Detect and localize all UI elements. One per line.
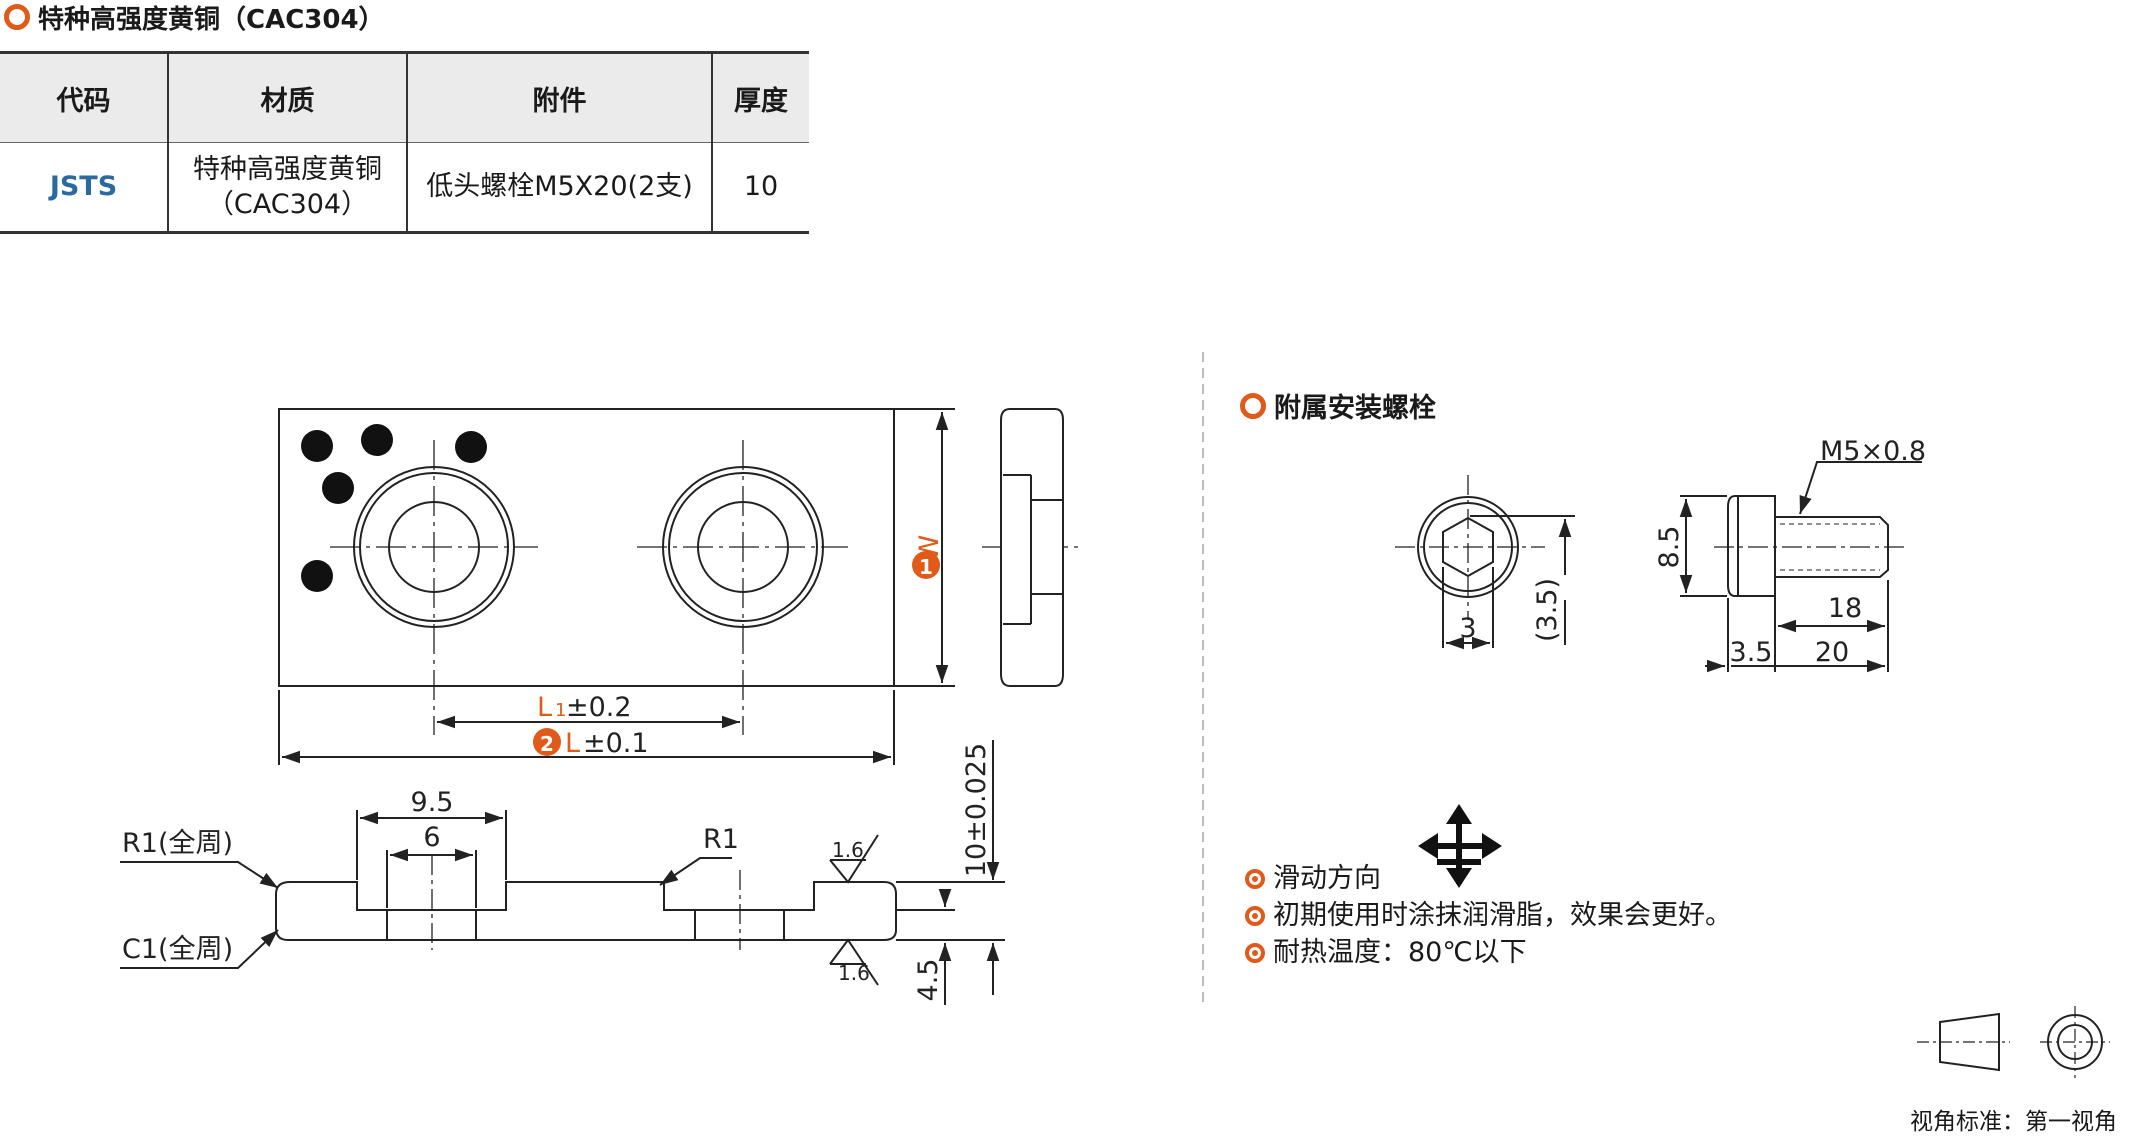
circle-bullet-icon — [4, 4, 30, 30]
cell-material: 特种高强度黄铜 （CAC304） — [167, 142, 407, 234]
spec-table: 代码 材质 附件 厚度 JSTS 特种高强度黄铜 （CAC304） 低头螺栓M5… — [0, 51, 809, 234]
note-text: 耐热温度：80℃以下 — [1273, 937, 1527, 968]
l1-tolerance: ±0.2 — [566, 692, 632, 723]
roughness-bottom: 1.6 — [838, 961, 870, 985]
c1-full-label: C1(全周) — [122, 934, 233, 965]
bullet-icon — [1245, 905, 1265, 926]
badge-2-icon — [533, 728, 561, 756]
r1-label: R1 — [703, 824, 739, 855]
badge-1-icon — [912, 551, 940, 579]
bolt-section-title: 附属安装螺栓 — [1240, 386, 1436, 425]
r1-full-label: R1(全周) — [122, 828, 233, 859]
section-title-text: 特种高强度黄铜（CAC304） — [38, 4, 385, 35]
bolt-end-view — [1395, 475, 1575, 650]
l-label: L — [565, 728, 580, 759]
bullet-icon — [1245, 868, 1265, 889]
bolt-dim-3-5-paren: (3.5) — [1532, 578, 1563, 642]
l1-subscript: 1 — [555, 700, 566, 721]
header-accessory: 附件 — [406, 51, 712, 143]
thickness-dim: 10±0.025 — [961, 743, 992, 877]
material-line-2: （CAC304） — [206, 189, 369, 220]
bullet-icon — [1245, 942, 1265, 963]
note-item: 耐热温度：80℃以下 — [1245, 934, 1732, 971]
table-row: JSTS 特种高强度黄铜 （CAC304） 低头螺栓M5X20(2支) 10 — [0, 142, 809, 234]
plate-section-view — [275, 881, 897, 941]
w-label: W — [914, 535, 945, 562]
roughness-top: 1.6 — [832, 838, 864, 862]
badge-2: 2 — [540, 732, 554, 756]
header-code: 代码 — [0, 51, 168, 143]
bolt-dim-8-5: 8.5 — [1654, 526, 1685, 569]
section-title: 特种高强度黄铜（CAC304） — [4, 2, 385, 35]
thread-label: M5×0.8 — [1820, 436, 1926, 467]
first-angle-projection-icon — [1917, 1006, 2110, 1078]
bolt-section-title-text: 附属安装螺栓 — [1274, 393, 1436, 424]
graphite-plugs — [301, 424, 487, 592]
bolt-dim-20: 20 — [1815, 637, 1849, 668]
projection-label: 视角标准：第一视角 — [1910, 1109, 2117, 1135]
note-item: 初期使用时涂抹润滑脂，效果会更好。 — [1245, 897, 1732, 934]
dim-6: 6 — [423, 822, 440, 853]
slide-direction-icon — [1418, 804, 1502, 888]
header-material: 材质 — [167, 51, 407, 143]
material-line-1: 特种高强度黄铜 — [193, 153, 382, 185]
note-text: 滑动方向 — [1273, 863, 1381, 894]
cell-code[interactable]: JSTS — [0, 142, 168, 234]
l1-label: L — [537, 692, 552, 723]
note-text: 初期使用时涂抹润滑脂，效果会更好。 — [1273, 900, 1732, 931]
circle-bullet-icon — [1240, 392, 1266, 419]
cell-thickness: 10 — [711, 142, 809, 234]
l-tolerance: ±0.1 — [583, 728, 649, 759]
bolt-side-view — [1679, 461, 1922, 673]
bolt-dim-18: 18 — [1828, 593, 1862, 624]
badge-1: 1 — [919, 555, 933, 579]
bolt-dim-3-5: 3.5 — [1730, 637, 1773, 668]
header-thickness: 厚度 — [711, 51, 809, 143]
cell-accessory: 低头螺栓M5X20(2支) — [406, 142, 712, 234]
dim-4-5: 4.5 — [913, 959, 944, 1002]
dim-9-5: 9.5 — [411, 787, 454, 818]
notes-list: 滑动方向 初期使用时涂抹润滑脂，效果会更好。 耐热温度：80℃以下 — [1245, 860, 1732, 971]
table-header-row: 代码 材质 附件 厚度 — [0, 51, 809, 143]
bolt-dim-3: 3 — [1459, 613, 1476, 644]
note-item: 滑动方向 — [1245, 860, 1732, 897]
